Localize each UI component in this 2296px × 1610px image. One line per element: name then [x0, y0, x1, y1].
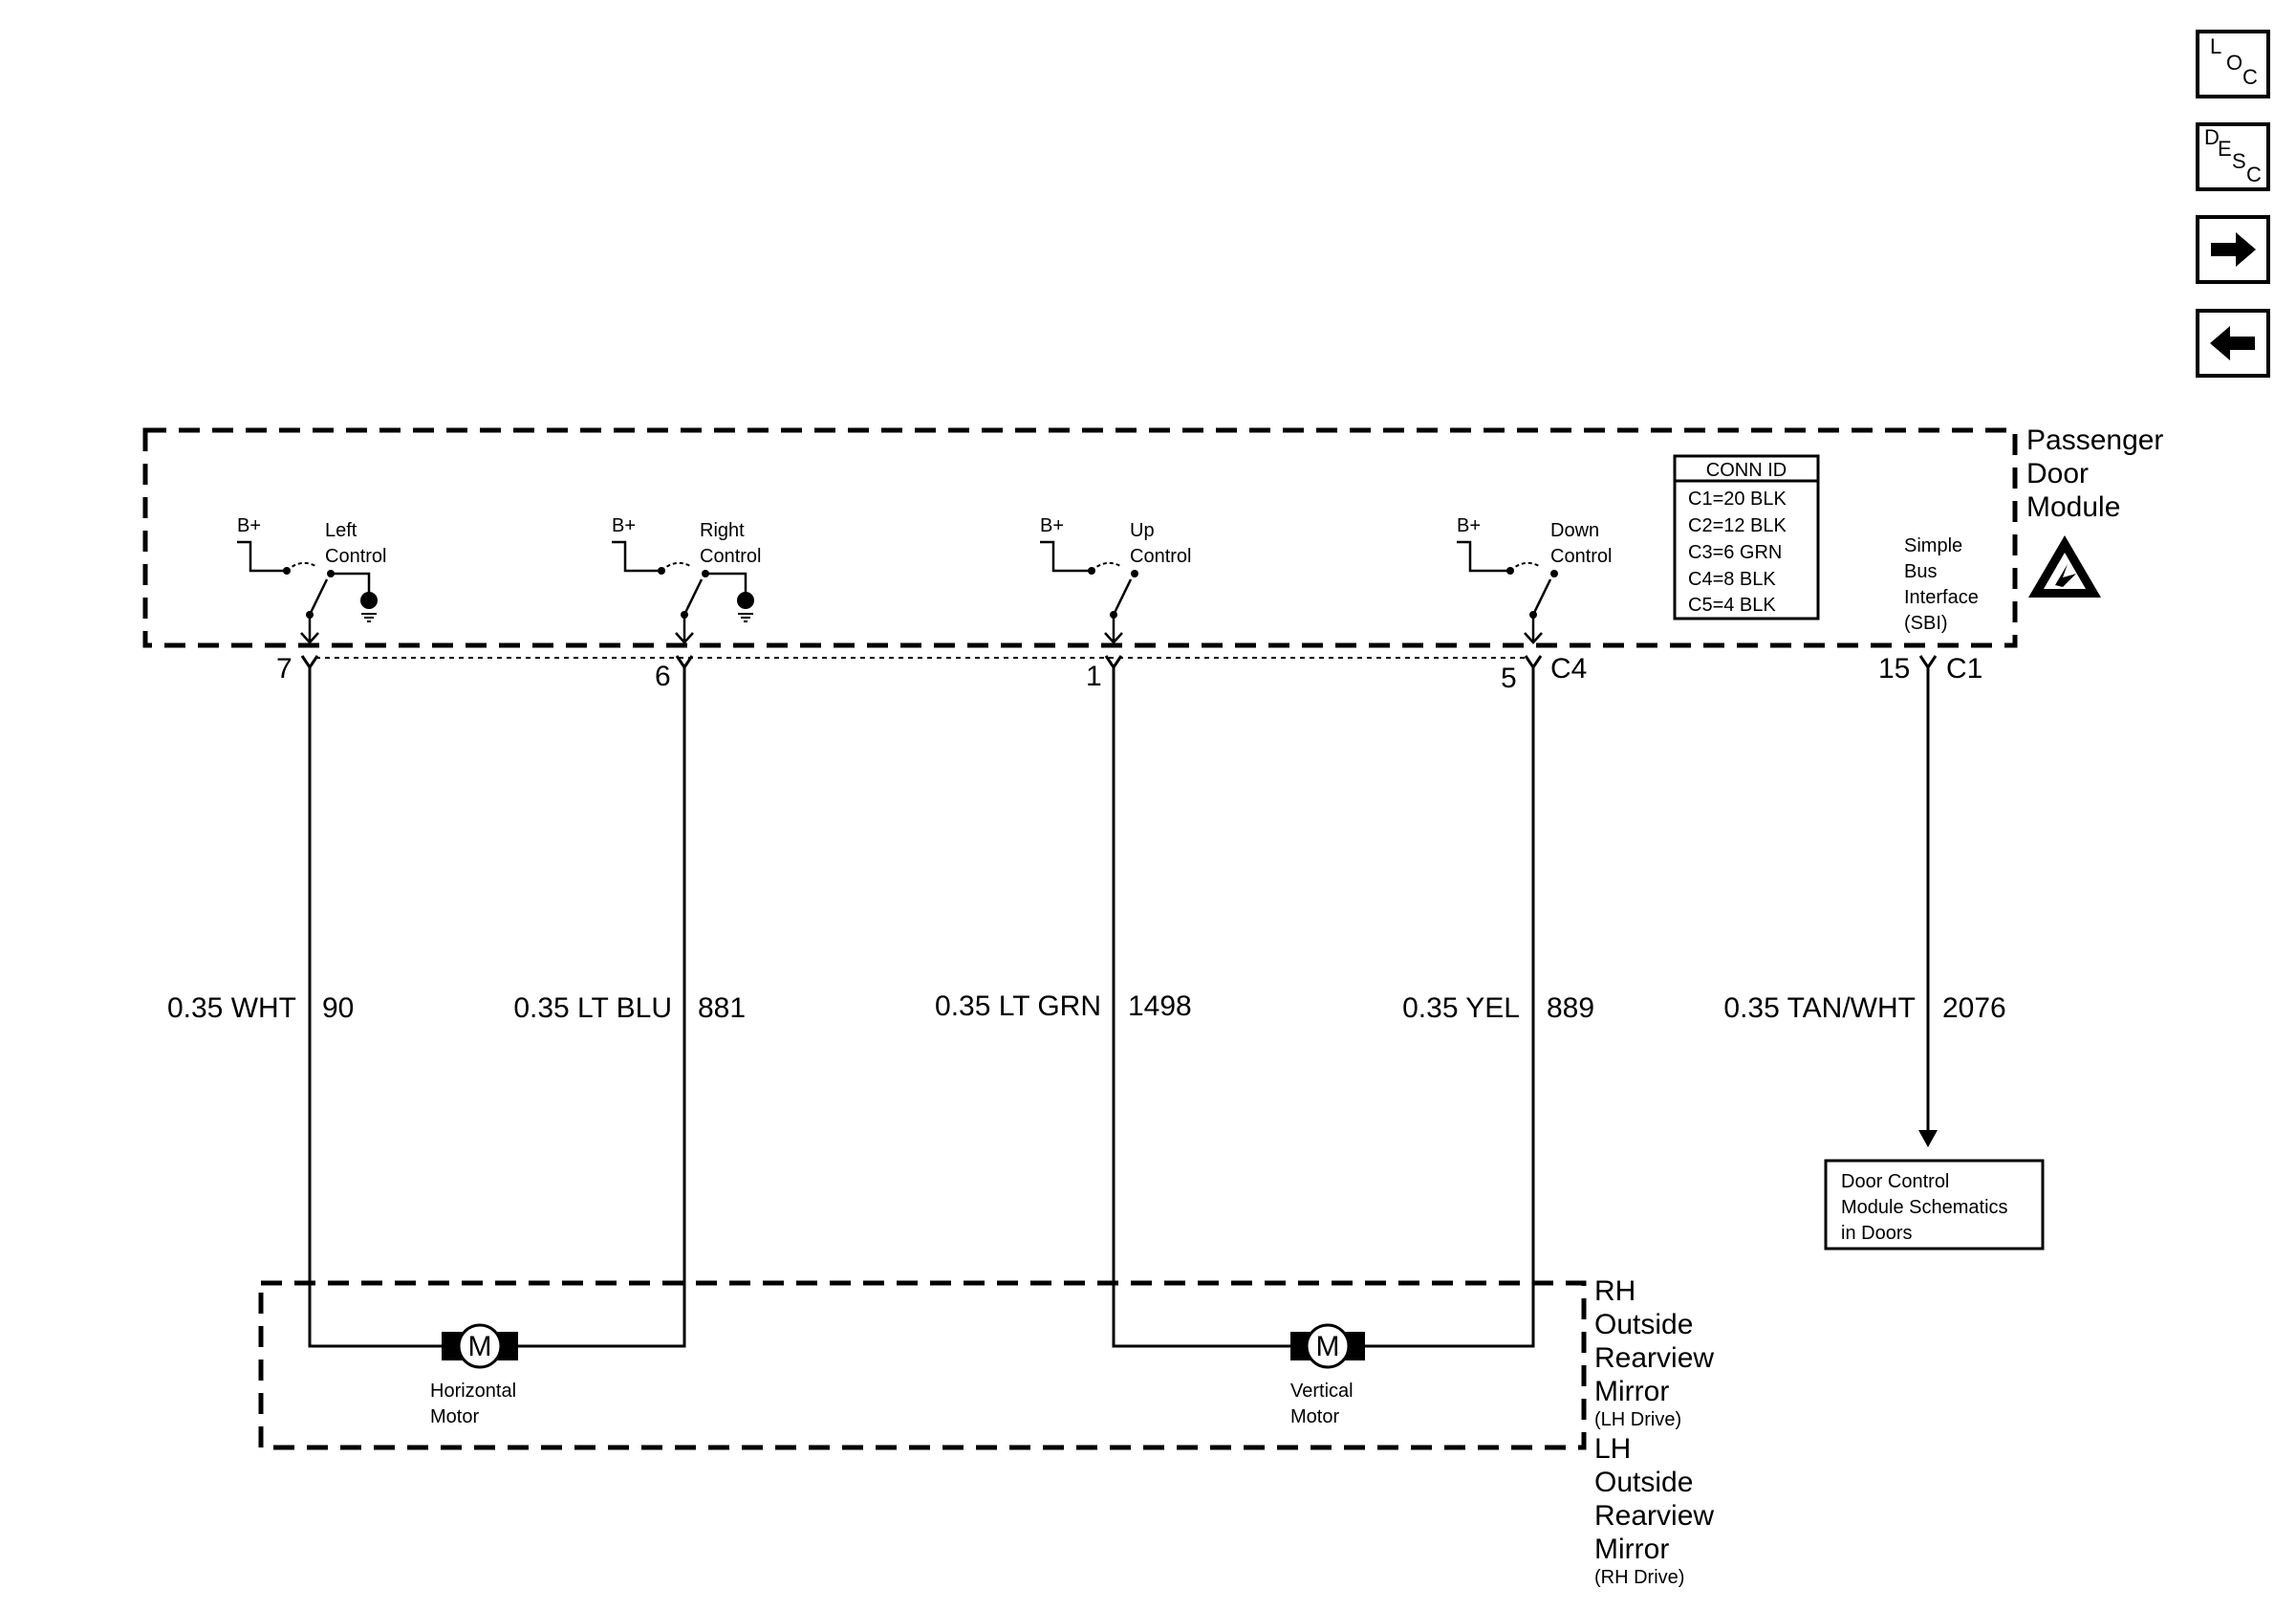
- wire-color-label: 0.35 YEL: [1402, 992, 1520, 1024]
- conn-id-table: CONN ID C1=20 BLK C2=12 BLK C3=6 GRN C4=…: [1673, 454, 1820, 620]
- mirror-lh-line3: Rearview: [1594, 1500, 1714, 1532]
- desc-button[interactable]: D E S C: [2196, 122, 2270, 191]
- loc-letter-l: L: [2210, 34, 2221, 58]
- module-title-line2: Door: [2026, 458, 2089, 490]
- wire-circuit-label: 889: [1547, 992, 1594, 1024]
- arrow-right-icon: [2211, 232, 2256, 267]
- sbi-label-line1: Simple: [1904, 535, 1962, 556]
- wire-color-label: 0.35 LT BLU: [513, 992, 672, 1024]
- sbi-label-line4: (SBI): [1904, 613, 1948, 634]
- bplus-label: B+: [237, 515, 261, 536]
- outside-rearview-mirror-box: [258, 1280, 1587, 1450]
- switch-label-line2: Control: [1130, 546, 1191, 567]
- desc-letter-d: D: [2204, 125, 2220, 149]
- next-button[interactable]: [2196, 215, 2270, 284]
- motor-label-line2: Motor: [1290, 1406, 1339, 1427]
- module-title-line3: Module: [2026, 491, 2120, 523]
- dcm-ref-line1: Door Control: [1841, 1171, 1949, 1192]
- conn-id-row: C1=20 BLK: [1688, 489, 1787, 510]
- wire-color-label: 0.35 TAN/WHT: [1723, 992, 1916, 1024]
- switch-left-control: B+ Left Control: [237, 515, 386, 644]
- switch-up-control: B+ Up Control: [1040, 515, 1191, 644]
- motor-label-line1: Vertical: [1290, 1381, 1354, 1402]
- loc-button[interactable]: L O C: [2196, 30, 2270, 98]
- pin-number: 1: [1086, 661, 1102, 692]
- mirror-lh-note: (RH Drive): [1594, 1567, 1684, 1588]
- bplus-label: B+: [1457, 515, 1481, 536]
- motor-symbol: M: [468, 1331, 492, 1362]
- esd-warning-icon: [2028, 535, 2101, 598]
- pin-number: 5: [1501, 663, 1517, 694]
- mirror-rh-line3: Rearview: [1594, 1342, 1714, 1374]
- sbi-label-line3: Interface: [1904, 587, 1979, 608]
- switch-down-control: B+ Down Control: [1457, 515, 1612, 644]
- door-control-module-reference[interactable]: Door Control Module Schematics in Doors: [1824, 1159, 2045, 1251]
- connector-c1-label: C1: [1946, 653, 1982, 685]
- mirror-rh-line1: RH: [1594, 1275, 1635, 1307]
- desc-letter-s: S: [2232, 149, 2246, 173]
- passenger-door-module-box: [142, 427, 2018, 648]
- mirror-rh-note: (LH Drive): [1594, 1409, 1681, 1430]
- bplus-label: B+: [1040, 515, 1064, 536]
- pin-number: 7: [276, 653, 292, 685]
- mirror-lh-line2: Outside: [1594, 1467, 1693, 1498]
- motor-symbol: M: [1316, 1331, 1340, 1362]
- pin-number: 15: [1878, 653, 1910, 685]
- mirror-rh-line2: Outside: [1594, 1309, 1693, 1340]
- sbi-label-line2: Bus: [1904, 561, 1937, 582]
- switch-label-line2: Control: [325, 546, 386, 567]
- desc-letter-c: C: [2246, 163, 2262, 186]
- conn-id-header: CONN ID: [1706, 460, 1787, 481]
- switch-label-line1: Left: [325, 520, 357, 541]
- switch-label-line1: Up: [1130, 520, 1155, 541]
- motor-label-line2: Motor: [430, 1406, 479, 1427]
- wire-color-label: 0.35 WHT: [167, 992, 296, 1024]
- motor-label-line1: Horizontal: [430, 1381, 516, 1402]
- wire-circuit-label: 90: [322, 992, 354, 1024]
- connector-c4-label: C4: [1550, 653, 1587, 685]
- arrow-down-icon: [1918, 1130, 1938, 1147]
- dcm-ref-line2: Module Schematics: [1841, 1197, 2008, 1218]
- mirror-lh-line4: Mirror: [1594, 1534, 1669, 1565]
- switch-label-line1: Down: [1550, 520, 1599, 541]
- loc-letter-c: C: [2242, 65, 2258, 89]
- switch-label-line1: Right: [700, 520, 745, 541]
- horizontal-motor: M: [442, 1323, 518, 1369]
- wire-circuit-label: 881: [698, 992, 746, 1024]
- wire-color-label: 0.35 LT GRN: [935, 990, 1101, 1022]
- mirror-rh-line4: Mirror: [1594, 1376, 1669, 1407]
- module-title-line1: Passenger: [2026, 424, 2163, 456]
- wire-circuit-label: 2076: [1942, 992, 2006, 1024]
- arrow-left-icon: [2210, 326, 2255, 360]
- wire-circuit-label: 1498: [1128, 990, 1192, 1022]
- loc-letter-o: O: [2226, 51, 2242, 75]
- conn-id-row: C4=8 BLK: [1688, 569, 1776, 590]
- desc-letter-e: E: [2218, 137, 2232, 161]
- dcm-ref-line3: in Doors: [1841, 1223, 1912, 1244]
- vertical-motor: M: [1290, 1323, 1365, 1369]
- conn-id-row: C2=12 BLK: [1688, 515, 1787, 536]
- conn-id-row: C5=4 BLK: [1688, 595, 1776, 616]
- switch-label-line2: Control: [700, 546, 761, 567]
- prev-button[interactable]: [2196, 309, 2270, 378]
- bplus-label: B+: [612, 515, 636, 536]
- mirror-lh-line1: LH: [1594, 1433, 1631, 1465]
- conn-id-row: C3=6 GRN: [1688, 542, 1782, 563]
- pin-number: 6: [655, 661, 671, 692]
- switch-label-line2: Control: [1550, 546, 1612, 567]
- switch-right-control: B+ Right Control: [612, 515, 761, 644]
